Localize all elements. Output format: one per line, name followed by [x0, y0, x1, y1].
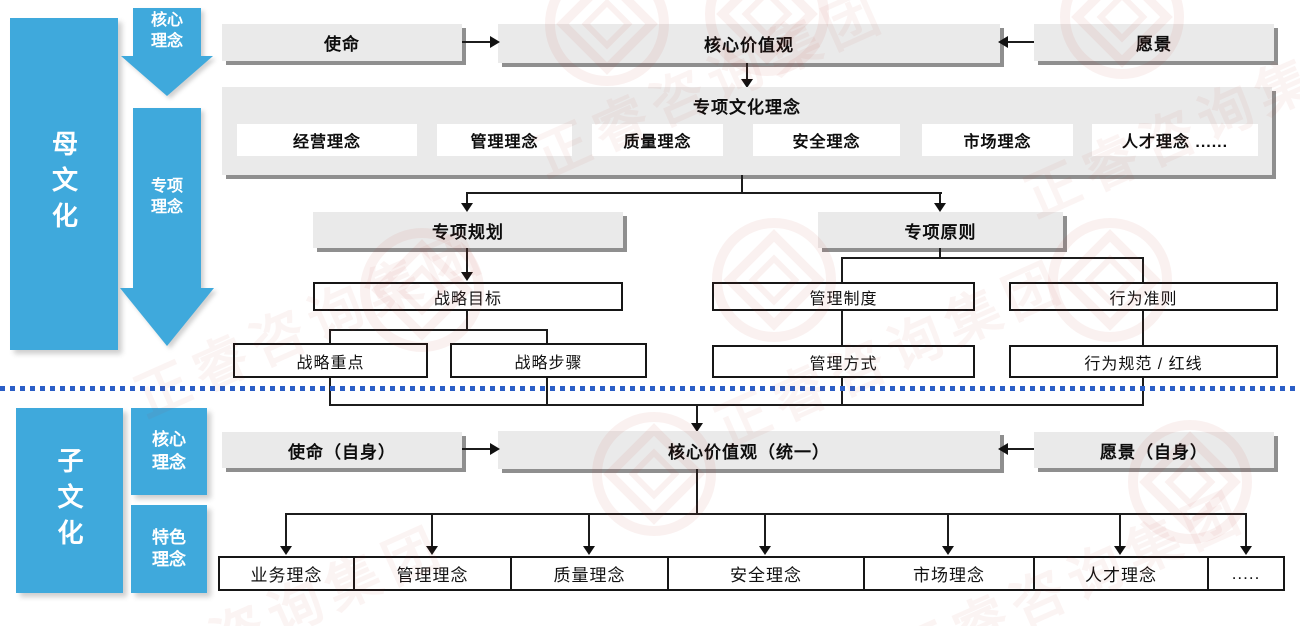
connector-line [330, 329, 548, 331]
child-core-concept-label: 核心理念 [152, 430, 186, 472]
connector-line [841, 311, 843, 345]
core-concept-arrow: 核心理念 [121, 8, 213, 96]
connector-line [1245, 513, 1247, 547]
management-system-box: 管理制度 [712, 282, 975, 311]
arrowhead-down-icon [942, 546, 954, 555]
arrowhead-right-icon [490, 443, 500, 455]
connector-line [746, 63, 748, 80]
strategy-focus-box: 战略重点 [233, 343, 428, 378]
conduct-norms-box: 行为规范 / 红线 [1009, 345, 1278, 378]
connector-line [1142, 311, 1144, 345]
connector-line [947, 513, 949, 547]
connector-line [939, 248, 941, 258]
connector-line [1142, 378, 1144, 405]
arrow-down-icon [121, 56, 213, 96]
special-concept-arrow-label: 专项理念 [150, 178, 183, 216]
connector-line [546, 378, 548, 405]
special-planning-box: 专项规划 [313, 212, 623, 248]
arrowhead-down-icon [1240, 546, 1252, 555]
connector-line [741, 175, 743, 193]
connector-line [462, 41, 490, 43]
connector-line [462, 448, 490, 450]
special-culture-title: 专项文化理念 [693, 98, 801, 117]
quality-concept-box: 质量理念 [592, 124, 723, 156]
connector-line [696, 469, 698, 514]
child-item-more-box: ..... [1207, 556, 1285, 591]
management-method-box: 管理方式 [712, 345, 975, 378]
connector-line [1008, 41, 1034, 43]
strategy-steps-box: 战略步骤 [450, 343, 647, 378]
connector-line [466, 311, 468, 330]
special-concept-arrow: 专项理念 [120, 108, 214, 346]
divider-dotted-line [0, 386, 1300, 391]
child-culture-bar: 子文化 [16, 408, 123, 593]
connector-line [1142, 257, 1144, 282]
connector-line [329, 329, 331, 343]
arrowhead-down-icon [934, 203, 946, 212]
connector-line [764, 513, 766, 547]
connector-line [285, 513, 287, 547]
child-item-business-box: 业务理念 [218, 556, 355, 591]
child-core-values-box: 核心价值观（统一） [498, 431, 1000, 469]
mission-box: 使命 [222, 24, 462, 61]
child-item-safety-box: 安全理念 [667, 556, 865, 591]
connector-line [1008, 448, 1034, 450]
strategy-goal-box: 战略目标 [313, 282, 623, 311]
connector-line [939, 192, 941, 204]
conduct-code-box: 行为准则 [1009, 282, 1278, 311]
child-item-market-box: 市场理念 [863, 556, 1035, 591]
connector-line [329, 404, 1144, 406]
vision-box: 愿景 [1034, 24, 1274, 61]
child-item-management-box: 管理理念 [353, 556, 512, 591]
arrowhead-down-icon [461, 272, 473, 281]
connector-line [696, 404, 698, 424]
connector-line [466, 248, 468, 273]
arrowhead-down-icon [426, 546, 438, 555]
connector-line [467, 192, 942, 194]
connector-line [546, 329, 548, 343]
core-values-box: 核心价值观 [498, 24, 1000, 63]
arrowhead-down-icon [741, 79, 753, 88]
arrowhead-left-icon [998, 443, 1008, 455]
parent-culture-bar: 母文化 [10, 18, 118, 350]
core-concept-arrow-label: 核心理念 [150, 12, 183, 50]
child-mission-box: 使命（自身） [222, 432, 462, 468]
special-principles-box: 专项原则 [818, 212, 1063, 248]
connector-line [285, 513, 1247, 515]
connector-line [1119, 513, 1121, 547]
connector-line [466, 192, 468, 204]
arrowhead-right-icon [490, 36, 500, 48]
child-core-concept-block: 核心理念 [131, 408, 207, 495]
connector-line [842, 257, 1144, 259]
watermark-logo-icon [1048, 218, 1172, 342]
child-feature-concept-block: 特色理念 [131, 505, 207, 593]
safety-concept-box: 安全理念 [753, 124, 900, 156]
core-concept-arrow-body: 核心理念 [133, 8, 201, 56]
arrowhead-down-icon [1114, 546, 1126, 555]
child-feature-concept-label: 特色理念 [152, 527, 186, 569]
connector-line [841, 378, 843, 405]
arrowhead-down-icon [461, 203, 473, 212]
connector-line [431, 513, 433, 547]
child-item-quality-box: 质量理念 [510, 556, 669, 591]
special-culture-container: 专项文化理念 经营理念 管理理念 质量理念 安全理念 市场理念 人才理念 ...… [222, 87, 1272, 175]
child-vision-box: 愿景（自身） [1034, 432, 1274, 468]
connector-line [841, 257, 843, 282]
business-concept-box: 经营理念 [237, 124, 417, 156]
management-concept-box: 管理理念 [437, 124, 572, 156]
child-item-talent-box: 人才理念 [1033, 556, 1209, 591]
connector-line [329, 378, 331, 405]
special-concept-arrow-body: 专项理念 [133, 108, 201, 288]
arrowhead-down-icon [691, 423, 703, 432]
market-concept-box: 市场理念 [922, 124, 1073, 156]
watermark-text: 正睿咨询集团 [886, 480, 1257, 626]
arrowhead-down-icon [583, 546, 595, 555]
arrowhead-down-icon [280, 546, 292, 555]
arrowhead-down-icon [759, 546, 771, 555]
arrowhead-left-icon [998, 36, 1008, 48]
talent-concept-box: 人才理念 ...... [1092, 124, 1258, 156]
connector-line [588, 513, 590, 547]
arrow-down-icon [120, 288, 214, 346]
